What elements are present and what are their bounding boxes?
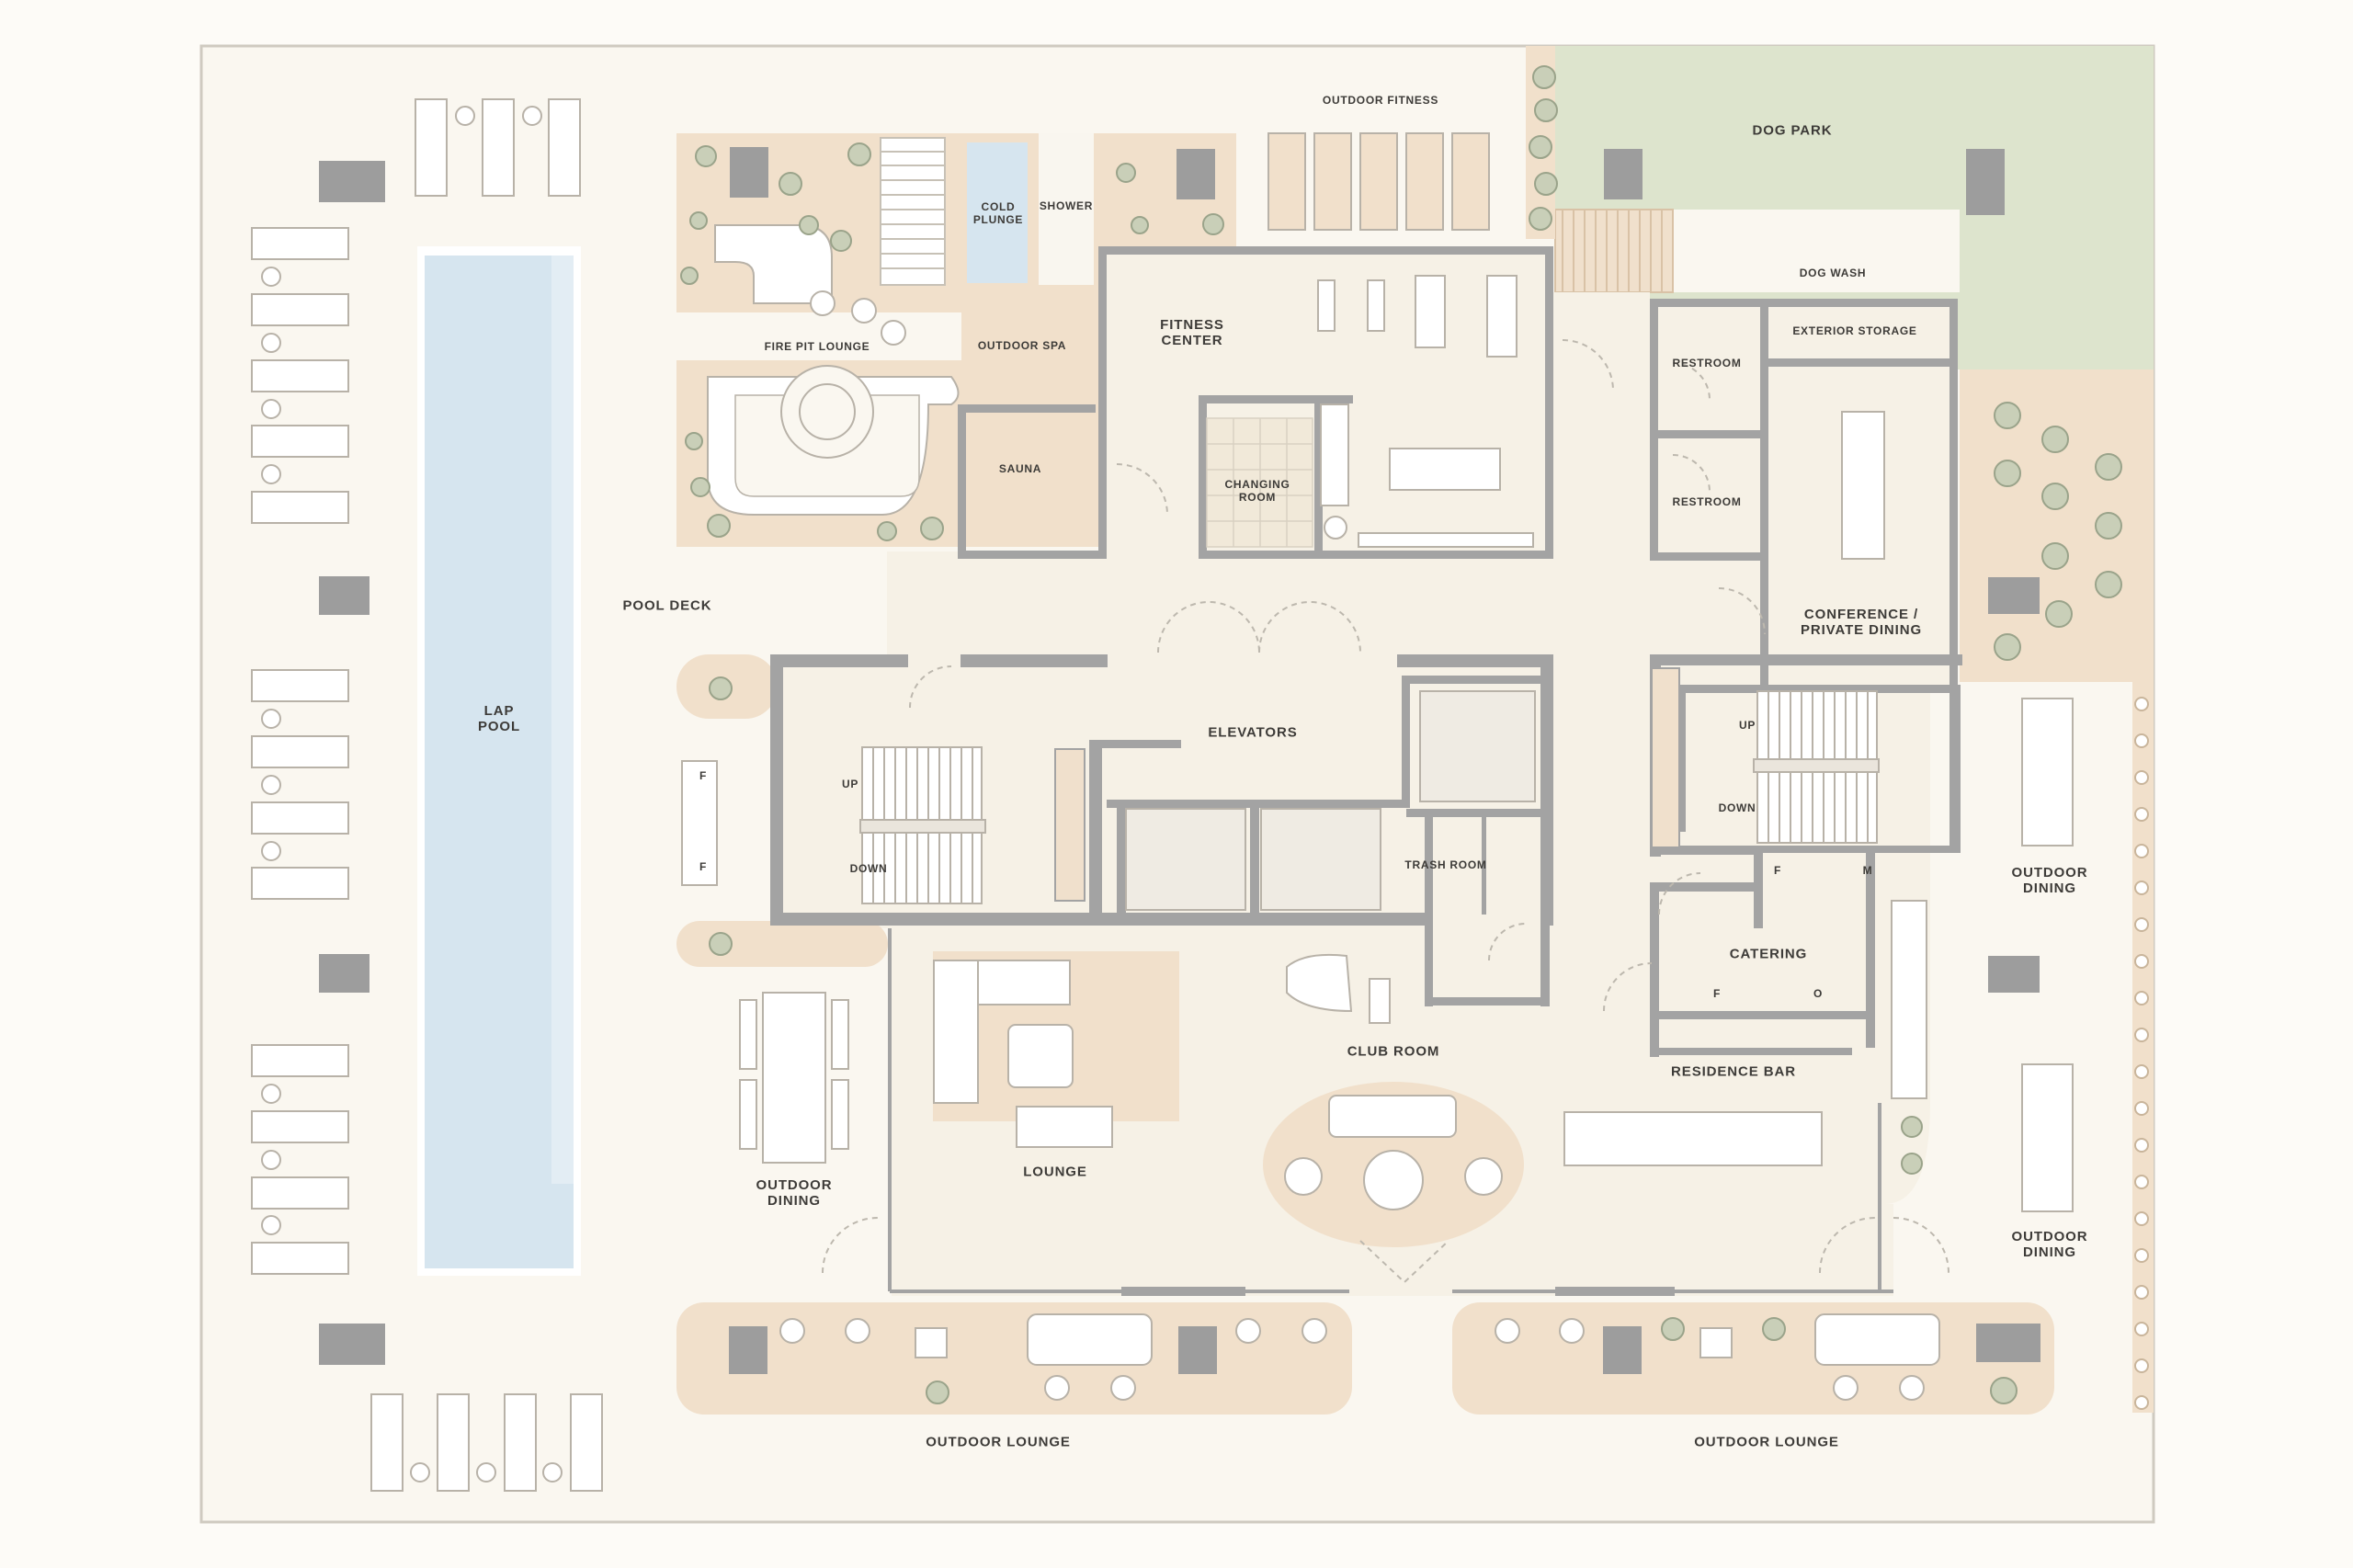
plants [680,65,2122,1404]
outdoor-dining-right [2021,698,2074,1212]
elevators-label: ELEVATORS [1208,724,1298,741]
stair-down-right-label: DOWN [1718,801,1756,815]
outdoor-dining-right-label-1: OUTDOOR DINING [2011,864,2088,896]
outdoor-dining-left-label: OUTDOOR DINING [756,1176,833,1209]
lounge-label: LOUNGE [1023,1164,1087,1180]
club-room-label: CLUB ROOM [1347,1043,1440,1060]
pool-deck-label: POOL DECK [622,597,712,614]
catering-label: CATERING [1729,946,1808,962]
dog-wash-label: DOG WASH [1799,267,1867,280]
changing-room-label: CHANGING ROOM [1224,478,1290,504]
outdoor-fitness-label: OUTDOOR FITNESS [1322,94,1439,108]
stair-up-left-label: UP [841,778,859,791]
pool-loungers [251,98,603,1492]
outdoor-lounge-right-label: OUTDOOR LOUNGE [1694,1434,1839,1450]
sauna-label: SAUNA [998,462,1042,476]
fire-pit [780,365,874,459]
fire-pit-lounge-label: FIRE PIT LOUNGE [764,340,870,354]
grill-station [681,760,718,886]
outdoor-lounge-right-area [1452,1302,2054,1415]
cold-plunge-label: COLD PLUNGE [972,200,1024,226]
fridge-label-4: F [1712,987,1722,1001]
column [1966,149,2005,215]
stair-down-left-label: DOWN [849,862,888,876]
conference-label: CONFERENCE / PRIVATE DINING [1800,606,1923,638]
fitness-equipment [1317,275,1534,548]
microwave-label: M [1862,864,1873,878]
shower-label: SHOWER [1039,199,1094,213]
door-swings [822,339,1949,1284]
walls [770,246,1962,1057]
stair-up-right-label: UP [1738,719,1756,733]
outdoor-lounge-left-label: OUTDOOR LOUNGE [926,1434,1071,1450]
fitness-center-label: FITNESS CENTER [1160,316,1224,348]
outdoor-fitness-mats [1267,132,1490,231]
cold-plunge [967,142,1028,283]
fridge-label-1: F [699,769,708,783]
columns-left [319,161,385,1365]
stairs-right [1753,690,1880,844]
right-planter [1960,369,2154,682]
column [1604,149,1643,199]
restroom-label-2: RESTROOM [1672,495,1742,509]
oven-label: O [1813,987,1824,1001]
outdoor-dining-right-label-2: OUTDOOR DINING [2011,1228,2088,1260]
fridge-label-3: F [1773,864,1782,878]
lap-pool [425,256,574,1268]
club-furniture [933,900,1927,1247]
fridge-label-2: F [699,860,708,874]
stairs-left [859,746,986,904]
trash-room-label: TRASH ROOM [1404,858,1487,872]
exterior-storage-label: EXTERIOR STORAGE [1792,324,1917,338]
lap-pool-label: LAP POOL [477,702,521,734]
fence-hatch [1554,209,1674,293]
outdoor-spa-label: OUTDOOR SPA [977,339,1067,353]
residence-bar-label: RESIDENCE BAR [1671,1063,1796,1080]
restroom-label-1: RESTROOM [1672,357,1742,370]
dog-park-label: DOG PARK [1752,122,1833,139]
